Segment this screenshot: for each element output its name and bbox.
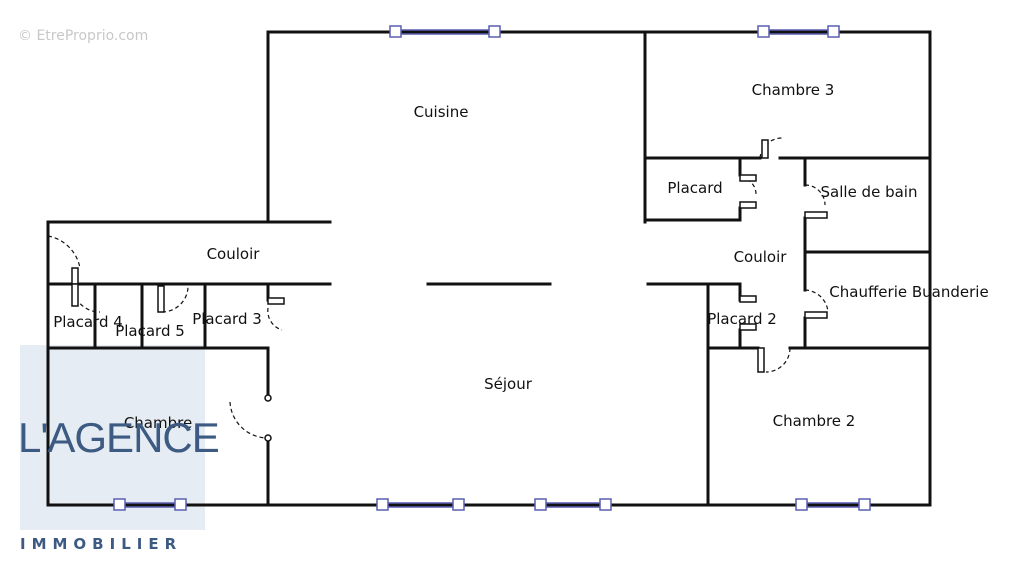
windows [113, 25, 871, 511]
door-swing [71, 284, 101, 313]
door-swing [161, 286, 189, 313]
door-leaves [71, 139, 828, 442]
agency-logo: L'AGENCE IMMOBILIER [18, 414, 220, 553]
room-label-couloir-left: Couloir [207, 245, 261, 263]
room-label-placard-3: Placard 3 [192, 310, 262, 328]
window [757, 25, 840, 38]
door-swing [804, 289, 829, 313]
room-labels: Cuisine Chambre 3 Placard Salle de bain … [53, 81, 988, 432]
door-hinge [264, 434, 272, 442]
logo-sub-text: IMMOBILIER [20, 535, 182, 553]
window [795, 498, 871, 511]
door-swing [765, 347, 791, 373]
room-label-placard: Placard [667, 179, 722, 197]
doors [47, 137, 829, 439]
door-leaf [739, 174, 757, 182]
room-label-salle-de-bain: Salle de bain [821, 183, 918, 201]
room-label-placard-4: Placard 4 [53, 313, 123, 331]
door-swing [804, 184, 826, 206]
door-leaf [739, 323, 757, 331]
door-hinge [264, 394, 272, 402]
door-swing [267, 307, 283, 331]
room-label-sejour: Séjour [484, 375, 533, 393]
room-label-placard-5: Placard 5 [115, 322, 185, 340]
window [389, 25, 501, 38]
room-label-cuisine: Cuisine [414, 103, 469, 121]
window [113, 498, 187, 511]
room-label-chambre-2: Chambre 2 [773, 412, 856, 430]
watermark-text: © EtreProprio.com [18, 28, 148, 44]
door-leaf [757, 347, 765, 373]
logo-overlay [20, 345, 205, 530]
door-leaf [804, 211, 828, 219]
walls [46, 30, 932, 507]
logo-main-text: L'AGENCE [18, 414, 219, 461]
door-swing [47, 235, 81, 269]
room-label-couloir-right: Couloir [734, 248, 788, 266]
door-leaf [739, 295, 757, 303]
room-label-placard-2: Placard 2 [707, 310, 777, 328]
door-leaf [739, 201, 757, 209]
room-label-chambre: Chambre [124, 414, 192, 432]
door-swing [229, 401, 269, 439]
room-label-chambre-3: Chambre 3 [752, 81, 835, 99]
window [534, 498, 612, 511]
door-leaf [157, 285, 165, 313]
door-leaf [71, 283, 79, 307]
door-leaf [71, 267, 79, 285]
room-label-chaufferie-buanderie: Chaufferie Buanderie [829, 283, 988, 301]
window [376, 498, 465, 511]
door-leaf [267, 297, 285, 305]
door-leaf [761, 139, 769, 159]
door-leaf [804, 311, 828, 319]
